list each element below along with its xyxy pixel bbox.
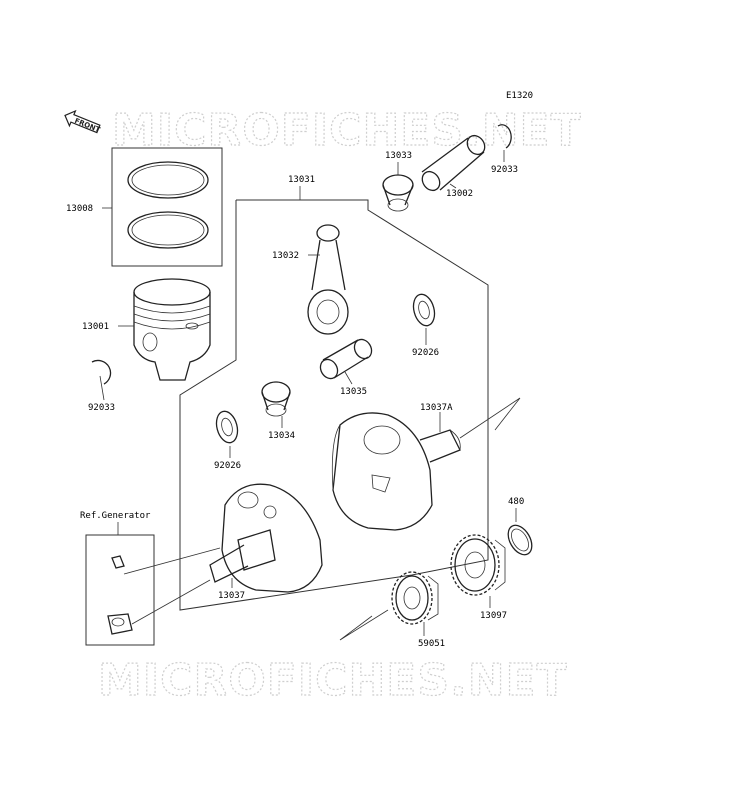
crankshaft-assembly-frame bbox=[179, 199, 489, 611]
gear-13097 bbox=[450, 534, 506, 596]
axis-line-lower bbox=[339, 609, 389, 641]
label-92026-right: 92026 bbox=[412, 348, 439, 358]
axis-line-right bbox=[459, 397, 521, 439]
label-13002: 13002 bbox=[446, 189, 473, 199]
watermark-bottom: MICROFICHES.NET bbox=[98, 655, 568, 706]
flywheel-nut bbox=[107, 613, 133, 635]
label-59051: 59051 bbox=[418, 639, 445, 649]
crank-pin bbox=[319, 338, 373, 380]
needle-bearing-lower bbox=[261, 381, 291, 417]
label-13035: 13035 bbox=[340, 387, 367, 397]
ref-generator-frame bbox=[85, 534, 155, 646]
ref-generator-label: Ref.Generator bbox=[80, 511, 151, 521]
diagram-code: E1320 bbox=[506, 91, 533, 101]
label-13031: 13031 bbox=[288, 175, 315, 185]
circlip-480 bbox=[507, 524, 533, 556]
connecting-rod bbox=[307, 224, 349, 335]
front-arrow-icon: FRONT bbox=[64, 109, 101, 135]
crank-half-right bbox=[331, 412, 461, 531]
label-13001: 13001 bbox=[82, 322, 109, 332]
front-label: FRONT bbox=[73, 117, 101, 135]
circlip-right bbox=[497, 124, 512, 149]
piston bbox=[133, 278, 211, 381]
ring-set-frame bbox=[111, 147, 223, 267]
label-13037: 13037 bbox=[218, 591, 245, 601]
woodruff-key bbox=[111, 555, 125, 569]
needle-bearing-top bbox=[382, 174, 414, 212]
label-13037A: 13037A bbox=[420, 403, 453, 413]
label-92033-left: 92033 bbox=[88, 403, 115, 413]
label-480: 480 bbox=[508, 497, 524, 507]
label-13034: 13034 bbox=[268, 431, 295, 441]
label-13008: 13008 bbox=[66, 204, 93, 214]
piston-pin bbox=[421, 134, 486, 192]
label-92033-right: 92033 bbox=[491, 165, 518, 175]
crank-half-left bbox=[209, 483, 323, 593]
label-13032: 13032 bbox=[272, 251, 299, 261]
piston-rings bbox=[127, 161, 209, 249]
thrust-washer-right bbox=[412, 293, 436, 327]
gear-59051 bbox=[391, 571, 439, 625]
label-13097: 13097 bbox=[480, 611, 507, 621]
label-92026-left: 92026 bbox=[214, 461, 241, 471]
circlip-left bbox=[91, 359, 112, 385]
thrust-washer-left bbox=[215, 410, 239, 444]
label-13033: 13033 bbox=[385, 151, 412, 161]
